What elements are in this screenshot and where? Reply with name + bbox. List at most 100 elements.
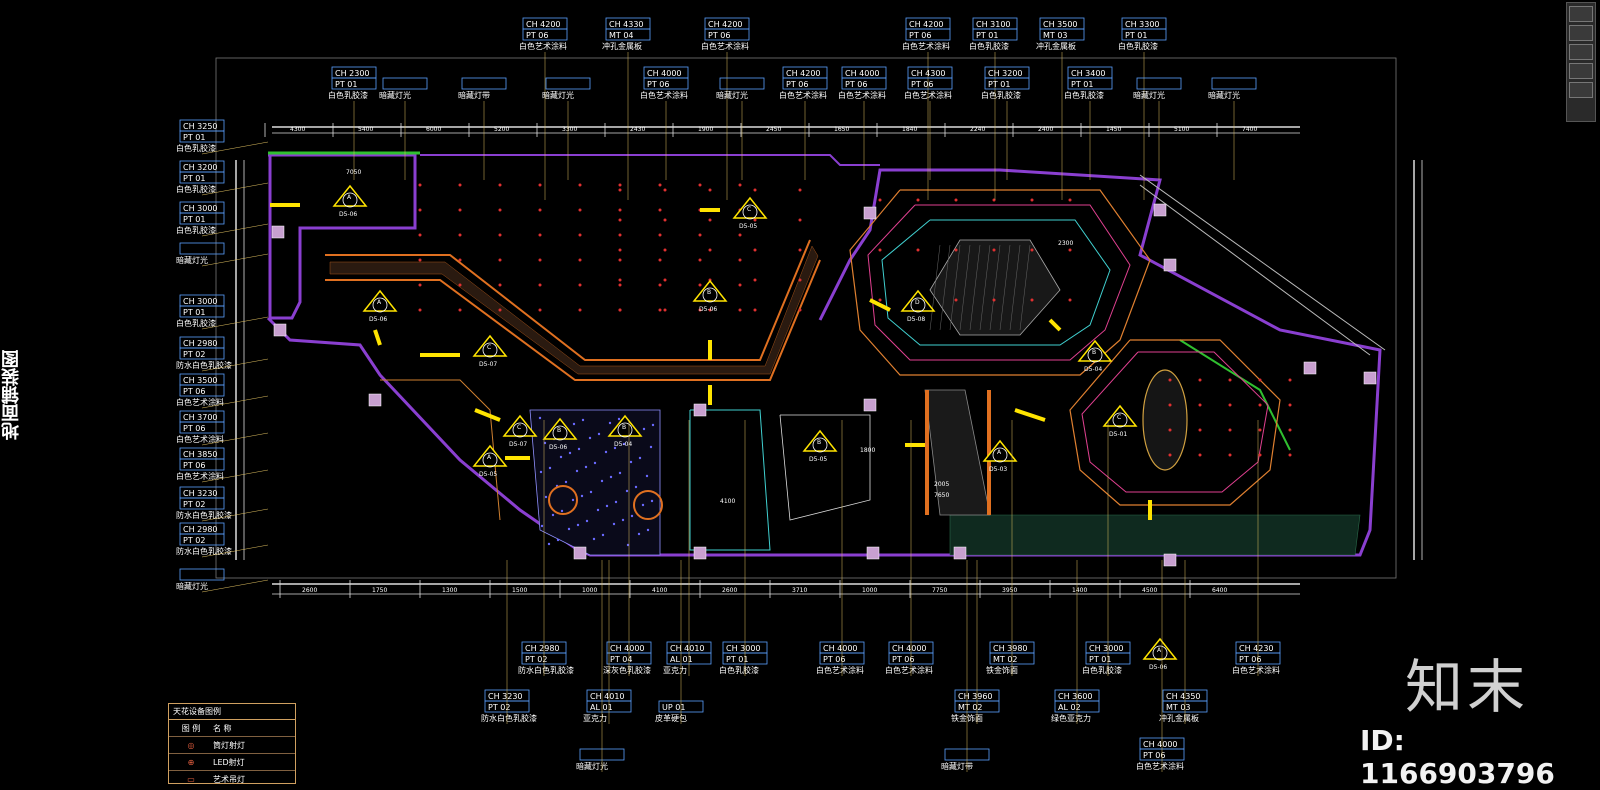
orbit-icon[interactable] — [1569, 82, 1593, 98]
hatched-strip — [949, 514, 1361, 556]
pan-icon[interactable] — [1569, 6, 1593, 22]
pattern-dot — [646, 528, 650, 532]
legend-name: LED射灯 — [213, 757, 245, 767]
downlight-dot — [753, 188, 757, 192]
downlight-dot — [798, 188, 802, 192]
tag-ch: CH 4000 — [823, 644, 858, 653]
pattern-dot — [584, 465, 588, 469]
section-circle — [1087, 347, 1103, 363]
downlight-dot — [618, 183, 622, 187]
tag-desc: 白色艺术涂料 — [1232, 665, 1280, 675]
tag-box — [605, 28, 651, 41]
tag-desc: 白色艺术涂料 — [176, 471, 224, 481]
tag-ch: CH 2980 — [183, 339, 218, 348]
leader-line — [201, 358, 269, 372]
inner-dimension: 2005 — [934, 481, 949, 488]
legend-row: ▭ 艺术吊灯 — [169, 771, 295, 787]
section-letter: B — [817, 439, 821, 446]
tag-ch: CH 4010 — [670, 644, 705, 653]
hatch-line — [989, 244, 1001, 331]
tag-box — [179, 497, 225, 510]
tag-code: MT 03 — [1166, 703, 1191, 712]
pattern-dot — [548, 466, 552, 470]
spotlight-icon: ⊕ — [187, 757, 195, 767]
downlight-dot — [1030, 298, 1034, 302]
downlight-dot — [954, 198, 958, 202]
downlight-dot — [658, 258, 662, 262]
downlight-dot — [538, 233, 542, 237]
column-marker — [271, 225, 285, 239]
hatch-line — [949, 244, 961, 331]
tag-code: PT 06 — [1239, 655, 1261, 664]
pattern-dot — [605, 504, 609, 508]
pattern-dot — [608, 421, 612, 425]
section-letter: A — [487, 454, 492, 461]
tag-desc: 暗藏灯光 — [716, 90, 748, 100]
tag-code: MT 03 — [1043, 31, 1068, 40]
section-triangle — [1077, 339, 1113, 362]
dimension-value: 2400 — [1038, 126, 1053, 133]
tag-code: PT 02 — [183, 500, 205, 509]
dimension-value: 5200 — [494, 126, 509, 133]
tag-desc: 白色艺术涂料 — [838, 90, 886, 100]
walls-group — [266, 151, 1386, 557]
section-ref: D5-05 — [739, 223, 757, 230]
legend-header: 图 例 名 称 — [169, 720, 295, 737]
mid-tag: 暗藏灯光 — [1208, 77, 1257, 180]
tag-ch: CH 4350 — [1166, 692, 1201, 701]
tag-desc: 白色乳胶漆 — [328, 90, 368, 100]
section-triangle — [982, 439, 1018, 462]
section-symbol: CD5-07 — [502, 414, 538, 448]
zoom-extents-icon[interactable] — [1569, 63, 1593, 79]
legend-name: 筒灯射灯 — [213, 740, 245, 750]
mid-tag: 暗藏灯光 — [1133, 77, 1182, 180]
viewer-toolbar[interactable] — [1566, 2, 1596, 122]
watermark-id: ID: 1166903796 — [1360, 724, 1555, 790]
round-light — [633, 490, 663, 520]
dimension-value: 7400 — [1242, 126, 1257, 133]
downlight-dot — [1198, 378, 1202, 382]
lower-left-zone — [380, 379, 871, 556]
tag-desc: 白色乳胶漆 — [176, 143, 216, 153]
tag-box — [522, 28, 568, 41]
section-circle — [552, 425, 568, 441]
section-circle — [372, 297, 388, 313]
left-tag: 暗藏灯光 — [176, 568, 269, 593]
downlight-dot — [738, 233, 742, 237]
pattern-dot — [589, 490, 593, 494]
pattern-dot — [642, 427, 646, 431]
tag-code: PT 01 — [976, 31, 998, 40]
section-triangle — [362, 289, 398, 312]
pattern-dot — [629, 460, 633, 464]
leader-line — [201, 223, 269, 237]
zoom-out-icon[interactable] — [1569, 44, 1593, 60]
pattern-dot — [575, 469, 579, 473]
zoom-in-icon[interactable] — [1569, 25, 1593, 41]
pattern-dot — [538, 416, 542, 420]
tag-ch: CH 4330 — [609, 20, 644, 29]
section-ref: D5-04 — [614, 441, 632, 448]
tag-code: PT 01 — [183, 308, 205, 317]
section-symbol: AD5-06 — [332, 184, 368, 218]
tag-box — [179, 305, 225, 318]
glass-wall-diagonal — [1139, 174, 1386, 351]
section-ref: D5-06 — [549, 444, 567, 451]
section-triangle — [1142, 637, 1178, 660]
tag-code: PT 01 — [726, 655, 748, 664]
downlight-dot — [538, 258, 542, 262]
section-cut-mark — [1014, 408, 1046, 422]
downlight-dot — [954, 248, 958, 252]
tag-code: PT 06 — [526, 31, 548, 40]
section-symbol: AD5-06 — [1142, 637, 1178, 671]
downlight-dot — [458, 308, 462, 312]
section-symbol: BD5-06 — [542, 417, 578, 451]
tag-ch: CH 3200 — [988, 69, 1023, 78]
tag-box — [841, 77, 887, 90]
orange-edge — [925, 390, 929, 515]
watermark-logo: 知末 — [1405, 653, 1530, 721]
tag-desc: 暗藏灯光 — [576, 761, 608, 771]
